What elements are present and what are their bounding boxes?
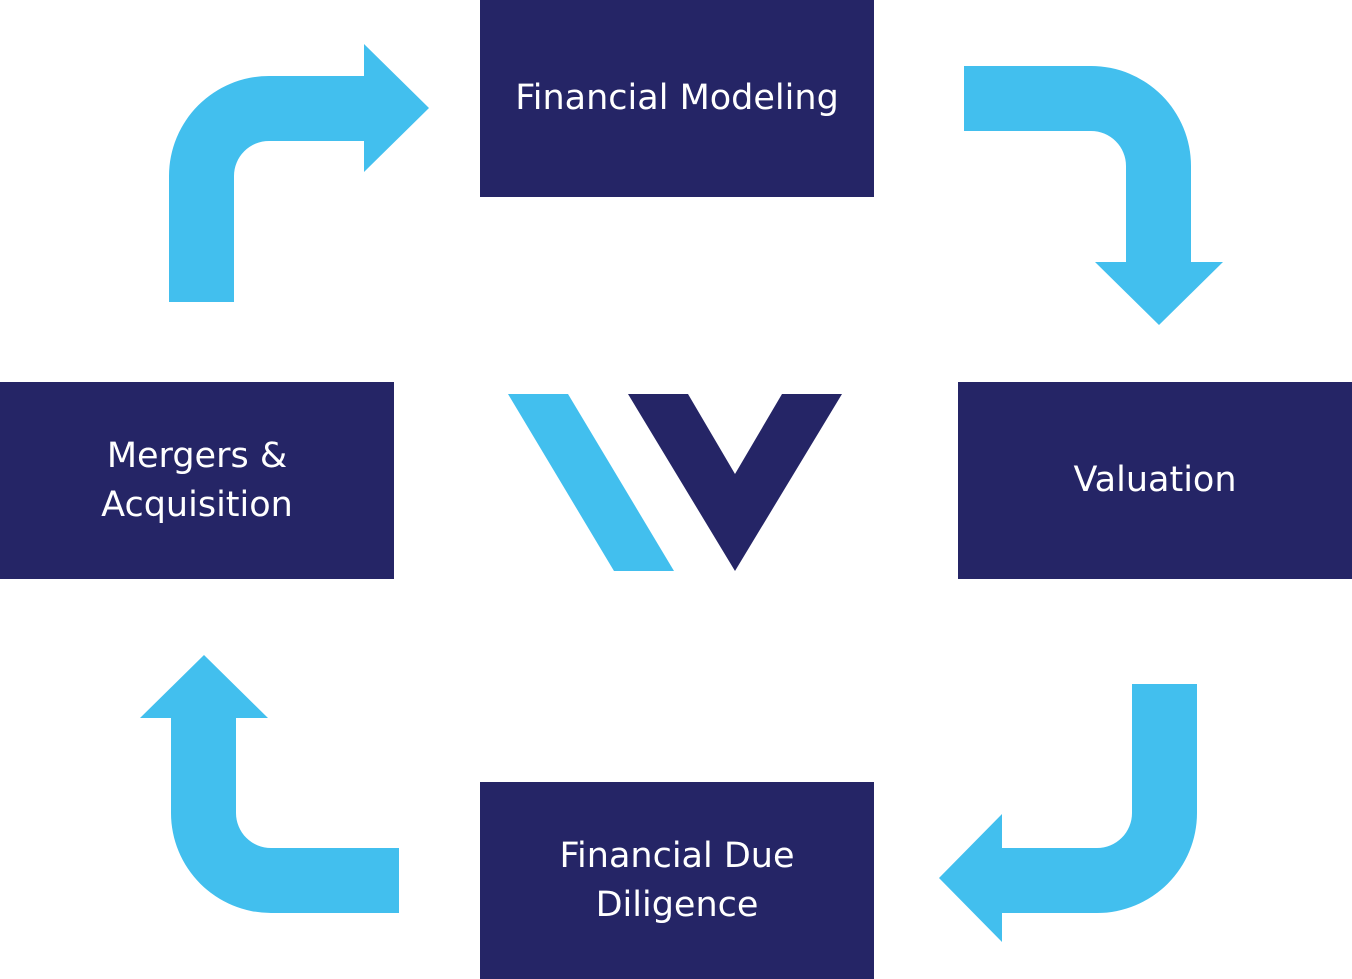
logo-dark-chevron <box>628 394 842 571</box>
curved-arrow-up-icon <box>140 655 399 913</box>
curved-arrow-right-icon <box>169 44 429 302</box>
stage-financial-modeling: Financial Modeling <box>480 0 874 197</box>
curved-arrow-left-icon <box>939 684 1197 942</box>
logo-light-stroke <box>508 394 674 571</box>
stage-label: Financial Due Diligence <box>559 835 795 925</box>
stage-label: Mergers & Acquisition <box>101 435 293 525</box>
stage-financial-due-diligence: Financial Due Diligence <box>480 782 874 979</box>
curved-arrow-down-icon <box>964 66 1223 325</box>
stage-label: Financial Modeling <box>515 78 839 118</box>
stage-valuation: Valuation <box>958 382 1352 579</box>
stage-mergers-acquisition: Mergers & Acquisition <box>0 382 394 579</box>
stage-label: Valuation <box>1073 460 1237 500</box>
